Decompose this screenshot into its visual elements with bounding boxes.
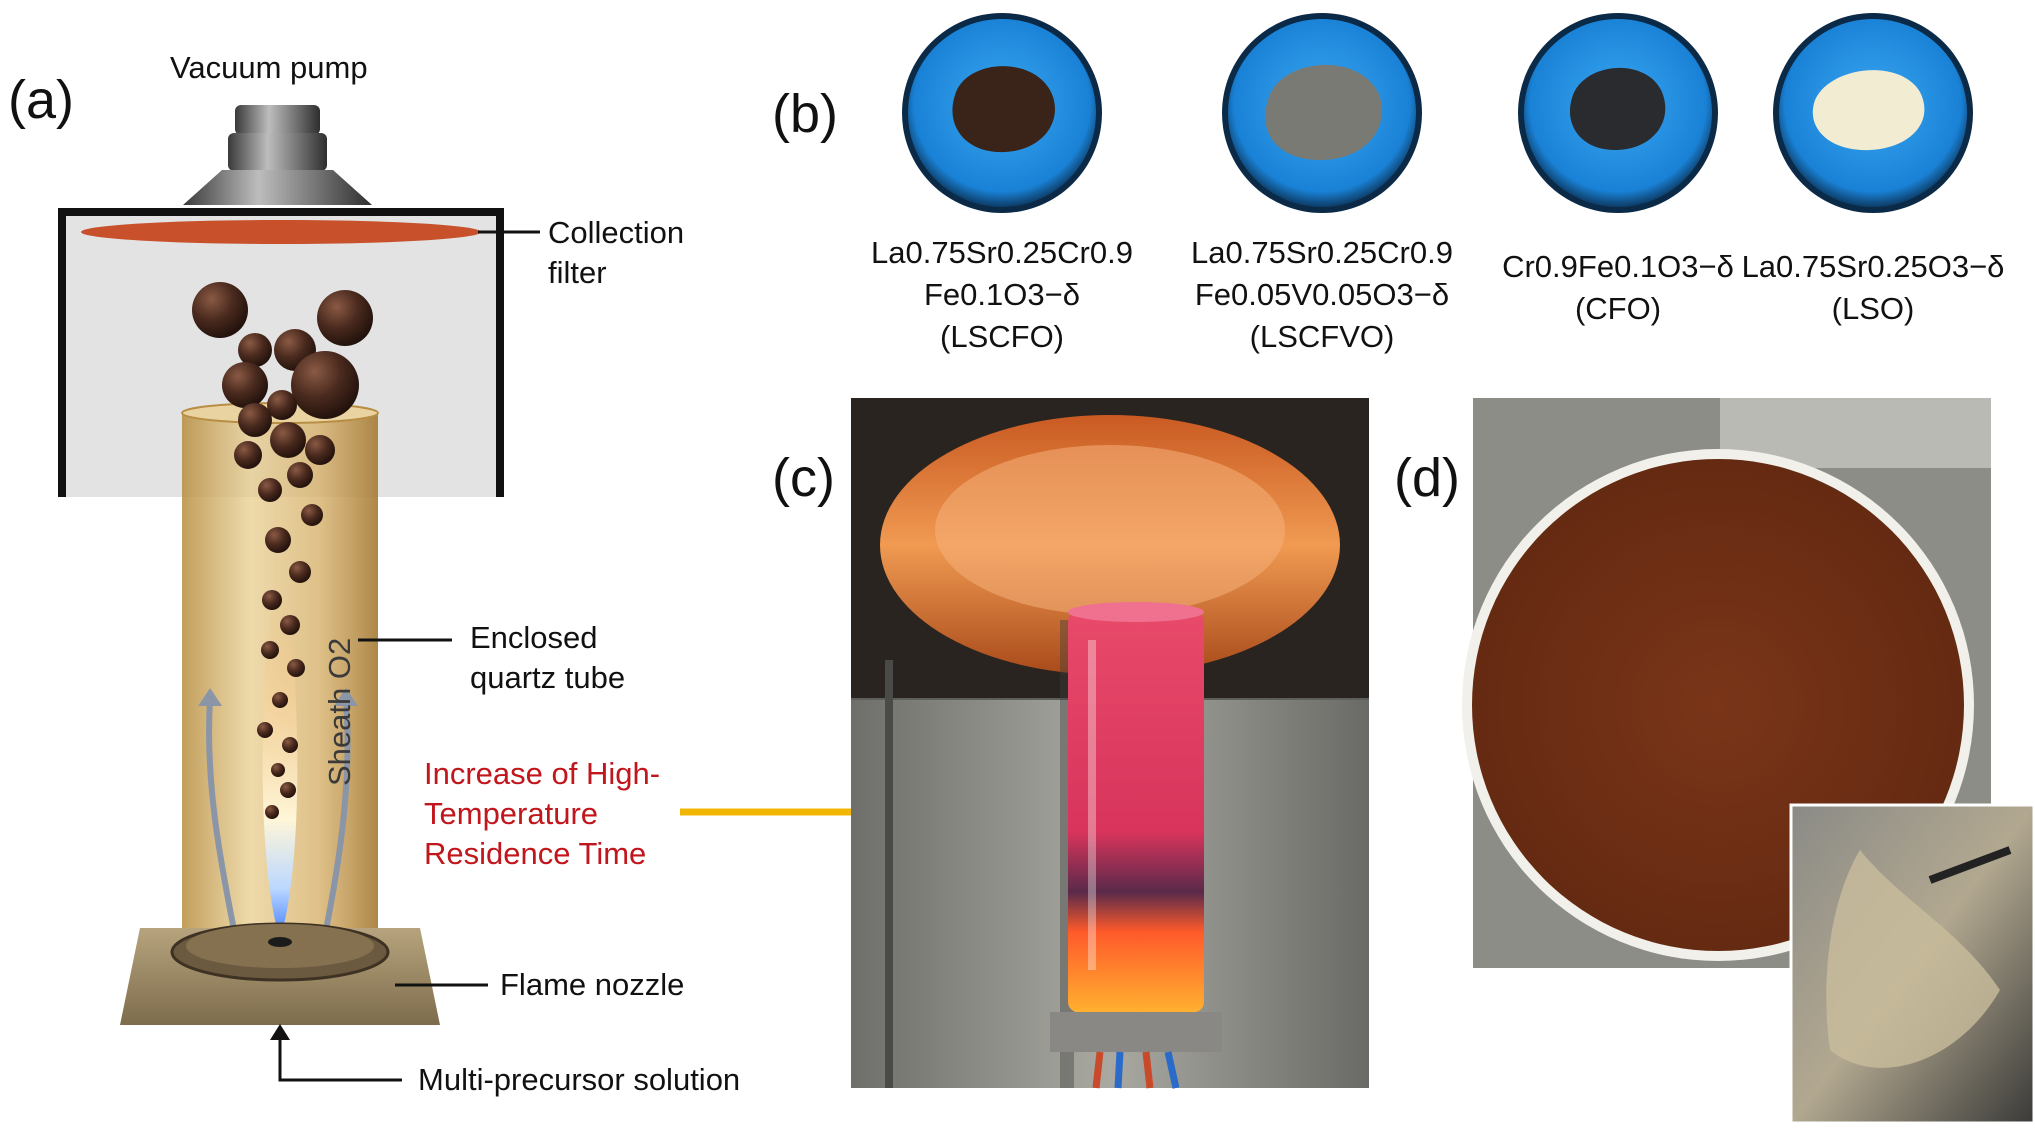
- nanoparticle: [305, 435, 335, 465]
- reactor-tube-top: [1068, 602, 1204, 622]
- nanoparticle: [291, 351, 359, 419]
- scraped-powder: [1826, 850, 2000, 1068]
- burner-block: [1050, 1012, 1222, 1052]
- sample-lscfvo-line3: (LSCFVO): [1249, 319, 1395, 354]
- powder-cfo: [1569, 67, 1666, 150]
- sheath-arrow-right: [322, 699, 351, 936]
- powder-lscfvo: [1265, 64, 1382, 160]
- label-quartz-tube-line2: quartz tube: [470, 660, 626, 695]
- sheath-arrow-left: [206, 699, 238, 936]
- nanoparticle: [267, 390, 297, 420]
- nanoparticle: [289, 561, 311, 583]
- label-residence-line2: Temperature: [424, 796, 599, 831]
- nanoparticle: [265, 527, 291, 553]
- precursor-arrowhead: [270, 1024, 290, 1040]
- nozzle-orifice: [268, 937, 292, 947]
- nanoparticle: [272, 692, 288, 708]
- nanoparticle: [261, 641, 279, 659]
- nanoparticle: [280, 782, 296, 798]
- reactor-tube: [1068, 612, 1204, 1012]
- nanoparticle: [280, 615, 300, 635]
- nanoparticle: [238, 333, 272, 367]
- clamp-rod: [885, 660, 893, 1088]
- label-residence-line3: Residence Time: [424, 836, 647, 871]
- panel-c-photo: [851, 398, 1369, 1089]
- nanoparticle: [282, 737, 298, 753]
- nanoparticle: [265, 805, 279, 819]
- panel-a-schematic: [58, 105, 504, 1025]
- gas-line-4: [1164, 1051, 1180, 1089]
- panel-a-leader-lines: [278, 230, 540, 1082]
- nanoparticle: [287, 462, 313, 488]
- sample-lscfo: La0.75Sr0.25Cr0.9 Fe0.1O3−δ (LSCFO): [862, 232, 1142, 358]
- label-quartz-tube-line1: Enclosed: [470, 620, 598, 655]
- sample-cfo: Cr0.9Fe0.1O3−δ (CFO): [1478, 246, 1758, 330]
- nanoparticle: [238, 403, 272, 437]
- vacuum-pump-top: [235, 105, 320, 135]
- label-collection-filter-line2: filter: [548, 255, 607, 290]
- nanoparticle: [262, 590, 282, 610]
- panel-label-d: (d): [1394, 448, 1460, 508]
- vacuum-pump-flange: [183, 170, 372, 205]
- tube-highlight: [1088, 640, 1096, 970]
- panel-label-b: (b): [772, 84, 838, 144]
- label-precursor: Multi-precursor solution: [418, 1062, 741, 1097]
- sample-lscfvo-line2: Fe0.05V0.05O3−δ: [1194, 277, 1450, 312]
- sample-lscfo-line3: (LSCFO): [940, 319, 1064, 354]
- collection-filter: [81, 220, 481, 244]
- nanoparticle: [270, 422, 306, 458]
- sample-lscfo-line2: Fe0.1O3−δ: [924, 277, 1080, 312]
- sheath-arrowhead-right: [334, 688, 358, 706]
- nanoparticle: [301, 504, 323, 526]
- nanoparticle: [258, 478, 282, 502]
- spatula: [1928, 846, 2012, 884]
- nanoparticle: [234, 441, 262, 469]
- label-sheath-o2: Sheath O2: [322, 637, 357, 786]
- sample-lso-line1: La0.75Sr0.25O3−δ: [1741, 249, 2005, 284]
- leader-precursor: [278, 1030, 402, 1082]
- vacuum-pump-body: [228, 133, 327, 171]
- gas-line-2: [1114, 1051, 1124, 1089]
- panel-label-a: (a): [8, 70, 74, 130]
- panel-label-c: (c): [772, 448, 835, 508]
- sample-lso: La0.75Sr0.25O3−δ (LSO): [1733, 246, 2013, 330]
- sample-lscfvo-line1: La0.75Sr0.25Cr0.9: [1191, 235, 1453, 270]
- sample-cfo-line2: (CFO): [1574, 291, 1662, 326]
- label-residence-line1: Increase of High-: [424, 756, 661, 791]
- label-flame-nozzle: Flame nozzle: [500, 967, 685, 1002]
- gas-line-1: [1092, 1051, 1104, 1089]
- nanoparticle: [317, 290, 373, 346]
- chamber-walls: [58, 208, 504, 497]
- nanoparticle: [192, 282, 248, 338]
- nanoparticle: [257, 722, 273, 738]
- sheath-arrowhead-left: [198, 688, 222, 706]
- sample-lso-line2: (LSO): [1831, 291, 1915, 326]
- panel-d-photo: [1462, 398, 2035, 1125]
- gas-lines: [1092, 1051, 1180, 1089]
- label-vacuum-pump: Vacuum pump: [170, 50, 368, 85]
- nanoparticle: [287, 659, 305, 677]
- panel-b-dishes: [902, 13, 1973, 213]
- nanoparticles: [192, 282, 373, 819]
- sample-lscfvo: La0.75Sr0.25Cr0.9 Fe0.05V0.05O3−δ (LSCFV…: [1182, 232, 1462, 358]
- powder-lscfo: [952, 66, 1055, 153]
- furnace-glow: [935, 445, 1285, 615]
- sample-lscfo-line1: La0.75Sr0.25Cr0.9: [871, 235, 1133, 270]
- sample-cfo-line1: Cr0.9Fe0.1O3−δ: [1502, 249, 1734, 284]
- nanoparticle: [271, 763, 285, 777]
- powder-lso: [1812, 70, 1925, 151]
- label-collection-filter-line1: Collection: [548, 215, 685, 250]
- nanoparticle: [222, 362, 268, 408]
- gas-line-3: [1142, 1051, 1154, 1089]
